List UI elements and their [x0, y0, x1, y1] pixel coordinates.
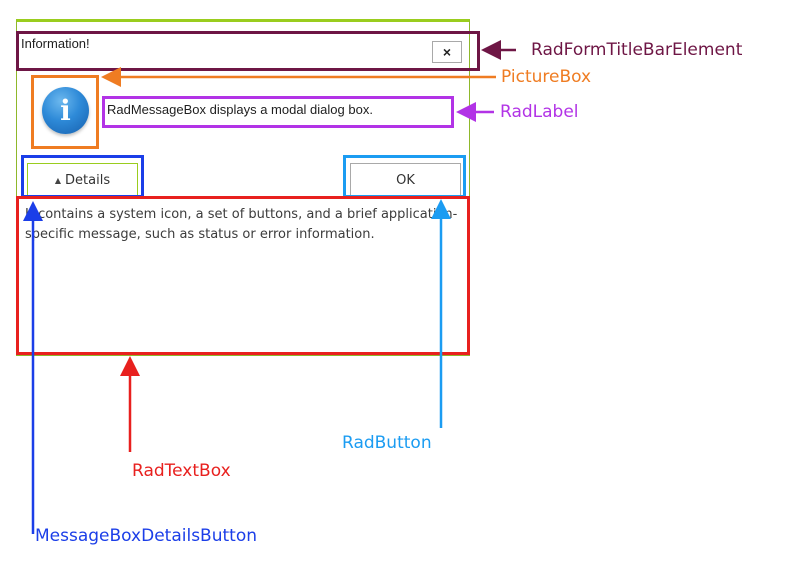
label-highlight [102, 96, 454, 128]
message-label: RadMessageBox displays a modal dialog bo… [107, 102, 373, 117]
dialog-title: Information! [21, 36, 90, 51]
titlebar-highlight [16, 31, 480, 71]
chevron-up-icon: ▲ [54, 175, 62, 185]
ok-button-label: OK [396, 172, 415, 188]
close-button[interactable]: × [432, 41, 462, 63]
message-box-dialog: Information! × i RadMessageBox displays … [16, 19, 470, 356]
details-textbox[interactable]: It contains a system icon, a set of butt… [25, 207, 458, 242]
title-bar[interactable]: Information! × [17, 22, 469, 68]
callout-titlebar: RadFormTitleBarElement [531, 40, 743, 60]
close-icon: × [442, 44, 452, 60]
callout-label: RadLabel [500, 102, 579, 122]
callout-picturebox: PictureBox [501, 67, 592, 87]
picturebox-highlight [31, 75, 99, 149]
callout-button: RadButton [342, 433, 432, 453]
textbox-highlight [16, 196, 470, 355]
details-button-label: Details [65, 172, 111, 188]
info-icon-glyph: i [60, 93, 71, 127]
callout-textbox: RadTextBox [132, 461, 231, 481]
info-icon: i [42, 87, 89, 134]
callout-details-button: MessageBoxDetailsButton [35, 526, 257, 546]
